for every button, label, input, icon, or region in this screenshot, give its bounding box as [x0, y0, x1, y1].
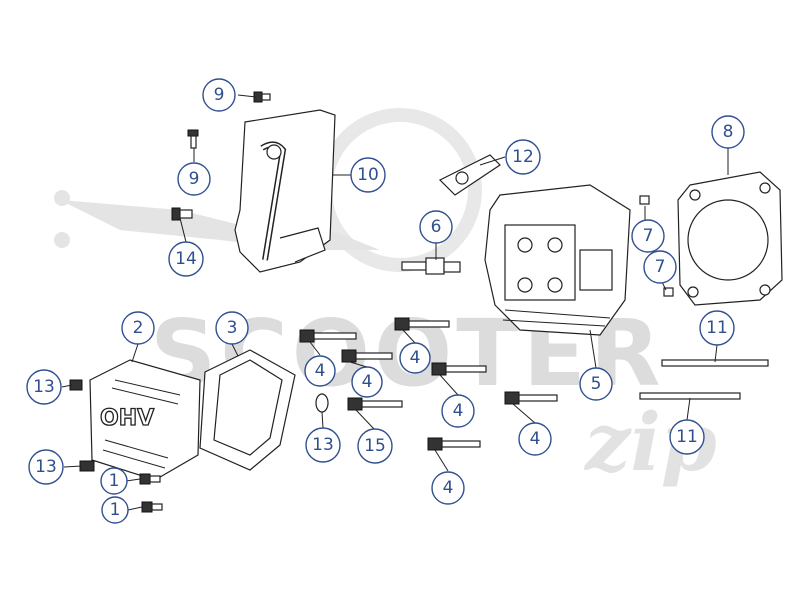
cover-gasket-3	[199, 349, 296, 471]
svg-text:12: 12	[512, 147, 534, 167]
svg-text:13: 13	[312, 435, 334, 455]
head-gasket-8	[677, 171, 783, 306]
bolt-1	[141, 501, 163, 513]
bolt-4	[394, 317, 450, 331]
callout-12: 12	[505, 139, 541, 175]
callout-13: 13	[305, 427, 341, 463]
bolt-9-mid	[187, 129, 199, 149]
svg-text:9: 9	[214, 85, 225, 105]
svg-text:2: 2	[133, 318, 144, 338]
washer-13	[315, 393, 329, 413]
svg-text:7: 7	[643, 226, 654, 246]
callout-7: 7	[643, 250, 677, 284]
svg-text:11: 11	[706, 318, 728, 338]
bolt-4	[431, 362, 487, 376]
svg-text:9: 9	[189, 169, 200, 189]
callout-4: 4	[351, 366, 383, 398]
callout-1: 1	[101, 496, 129, 524]
callout-4: 4	[441, 394, 475, 428]
spark-plug-6	[401, 257, 461, 275]
callout-1: 1	[100, 467, 128, 495]
svg-text:1: 1	[110, 500, 121, 520]
callout-4: 4	[518, 422, 552, 456]
callout-2: 2	[121, 311, 155, 345]
watermark-dot	[54, 190, 70, 206]
bolt-14	[171, 207, 193, 221]
valve-cover-2: OHV	[89, 359, 201, 481]
svg-text:3: 3	[227, 318, 238, 338]
leader-lines	[61, 94, 729, 511]
callout-15: 15	[357, 428, 393, 464]
cylinder-head-5	[484, 184, 631, 336]
callout-7: 7	[631, 219, 665, 253]
gasket-12	[438, 154, 501, 196]
svg-text:5: 5	[591, 374, 602, 394]
svg-text:4: 4	[530, 429, 541, 449]
callout-13: 13	[28, 449, 64, 485]
svg-text:15: 15	[364, 436, 386, 456]
callout-9: 9	[202, 78, 236, 112]
bolt-1	[139, 473, 161, 485]
callout-10: 10	[350, 157, 386, 193]
svg-text:7: 7	[655, 257, 666, 277]
bolt-15	[347, 397, 403, 411]
ohv-embossing: OHV	[100, 406, 154, 431]
svg-text:4: 4	[453, 401, 464, 421]
callout-8: 8	[711, 115, 745, 149]
svg-text:13: 13	[35, 457, 57, 477]
svg-text:4: 4	[443, 478, 454, 498]
callouts: 9 9 10 14 12 6 8 7 7 2 3 4 4 4 4 4 4 5 1…	[26, 78, 745, 524]
svg-text:11: 11	[676, 427, 698, 447]
svg-text:8: 8	[723, 122, 734, 142]
svg-text:4: 4	[410, 348, 421, 368]
callout-13: 13	[26, 369, 62, 405]
callout-5: 5	[579, 367, 613, 401]
callout-4: 4	[399, 342, 431, 374]
svg-text:14: 14	[175, 249, 197, 269]
callout-3: 3	[215, 311, 249, 345]
bolt-9-top	[253, 91, 271, 103]
bolt-4	[427, 437, 481, 451]
watermark-dot	[54, 232, 70, 248]
svg-text:13: 13	[33, 377, 55, 397]
svg-text:1: 1	[109, 471, 120, 491]
callout-11: 11	[699, 310, 735, 346]
svg-text:4: 4	[315, 361, 326, 381]
callout-9: 9	[177, 162, 211, 196]
callout-4: 4	[431, 471, 465, 505]
svg-text:6: 6	[431, 217, 442, 237]
heat-shield-10	[234, 109, 336, 273]
callout-14: 14	[168, 241, 204, 277]
bolt-4	[299, 329, 357, 343]
callout-11: 11	[669, 419, 705, 455]
dowel-pin-7	[663, 287, 674, 297]
dowel-pin-7	[639, 195, 650, 205]
svg-text:10: 10	[357, 165, 379, 185]
callout-6: 6	[419, 210, 453, 244]
svg-text:4: 4	[362, 372, 373, 392]
bolt-4	[504, 391, 558, 405]
callout-4: 4	[304, 355, 336, 387]
bolt-4	[341, 349, 393, 363]
nut-13	[79, 460, 95, 472]
